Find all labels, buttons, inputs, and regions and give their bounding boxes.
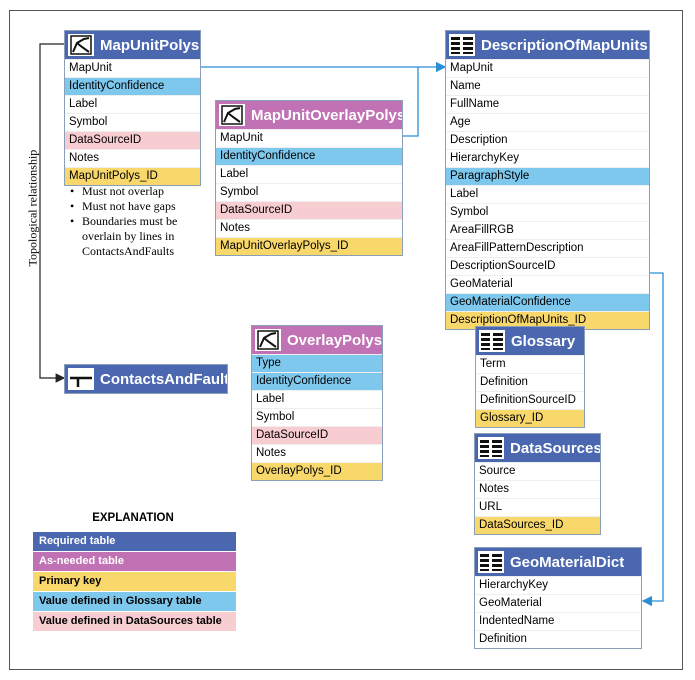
table-title: ContactsAndFaults: [100, 370, 227, 388]
field-row: Notes: [216, 219, 402, 237]
field-row: GeoMaterial: [475, 594, 641, 612]
field-row: Symbol: [446, 203, 649, 221]
field-row: GeoMaterialConfidence: [446, 293, 649, 311]
table-icon: [479, 330, 505, 352]
rule-item: Must not have gaps: [70, 199, 200, 214]
table-header: ContactsAndFaults: [65, 365, 227, 393]
field-row: MapUnit: [65, 59, 200, 77]
field-row: Notes: [65, 149, 200, 167]
table-header: MapUnitPolys: [65, 31, 200, 59]
field-row: Symbol: [216, 183, 402, 201]
field-row: Notes: [252, 444, 382, 462]
field-row: Description: [446, 131, 649, 149]
field-row: DescriptionSourceID: [446, 257, 649, 275]
field-row: Definition: [476, 373, 584, 391]
field-row: MapUnitPolys_ID: [65, 167, 200, 185]
field-row: IdentityConfidence: [252, 372, 382, 390]
field-row: Notes: [475, 480, 600, 498]
field-row: GeoMaterial: [446, 275, 649, 293]
field-row: DataSourceID: [252, 426, 382, 444]
table-header: MapUnitOverlayPolys: [216, 101, 402, 129]
field-row: Label: [446, 185, 649, 203]
topology-connector: [39, 39, 73, 383]
field-row: Age: [446, 113, 649, 131]
explanation-title: EXPLANATION: [92, 512, 174, 524]
field-row: DataSources_ID: [475, 516, 600, 534]
field-row: Symbol: [252, 408, 382, 426]
table-title: DataSources: [510, 439, 600, 457]
diagram-frame: [9, 10, 683, 670]
table-title: DescriptionOfMapUnits: [481, 36, 648, 54]
legend-as-needed-table: As-needed table: [33, 552, 236, 571]
field-row: Term: [476, 355, 584, 373]
polygon-icon: [255, 329, 281, 351]
table-title: MapUnitOverlayPolys: [251, 106, 402, 124]
field-row: URL: [475, 498, 600, 516]
field-row: DescriptionOfMapUnits_ID: [446, 311, 649, 329]
field-row: Label: [65, 95, 200, 113]
table-header: GeoMaterialDict: [475, 548, 641, 576]
topology-rules-list: Must not overlap Must not have gaps Boun…: [70, 184, 200, 259]
topological-relationship-label: Topological relationship: [25, 149, 40, 267]
field-row: Label: [252, 390, 382, 408]
table-title: GeoMaterialDict: [510, 553, 625, 571]
field-row: Label: [216, 165, 402, 183]
legend-required-table: Required table: [33, 532, 236, 551]
field-row: DefinitionSourceID: [476, 391, 584, 409]
rule-item: Must not overlap: [70, 184, 200, 199]
table-title: OverlayPolys: [287, 331, 382, 349]
table-icon: [478, 437, 504, 459]
table-contacts-and-faults: ContactsAndFaults: [64, 364, 228, 394]
field-row: IdentityConfidence: [216, 147, 402, 165]
legend-glossary-value: Value defined in Glossary table: [33, 592, 236, 611]
table-icon: [478, 551, 504, 573]
table-header: DescriptionOfMapUnits: [446, 31, 649, 59]
field-row: DataSourceID: [65, 131, 200, 149]
field-row: HierarchyKey: [446, 149, 649, 167]
field-row: HierarchyKey: [475, 576, 641, 594]
field-row: DataSourceID: [216, 201, 402, 219]
fault-line-icon: [68, 368, 94, 390]
field-row: IdentityConfidence: [65, 77, 200, 95]
field-row: MapUnit: [446, 59, 649, 77]
legend-primary-key: Primary key: [33, 572, 236, 591]
overlay-mapunit-to-dmu-connector: [403, 67, 419, 137]
polygon-icon: [219, 104, 245, 126]
legend-datasource-value: Value defined in DataSources table: [33, 612, 236, 631]
field-row: MapUnit: [216, 129, 402, 147]
table-icon: [449, 34, 475, 56]
table-header: OverlayPolys: [252, 326, 382, 354]
field-row: Name: [446, 77, 649, 95]
field-row: Definition: [475, 630, 641, 648]
table-title: MapUnitPolys: [100, 36, 200, 54]
field-row: Glossary_ID: [476, 409, 584, 427]
field-row: FullName: [446, 95, 649, 113]
polygon-icon: [68, 34, 94, 56]
field-row: OverlayPolys_ID: [252, 462, 382, 480]
field-row: Type: [252, 354, 382, 372]
field-row: MapUnitOverlayPolys_ID: [216, 237, 402, 255]
field-row: AreaFillRGB: [446, 221, 649, 239]
field-row: AreaFillPatternDescription: [446, 239, 649, 257]
geomaterial-to-dict-connector: [641, 272, 664, 607]
table-header: Glossary: [476, 327, 584, 355]
field-row: ParagraphStyle: [446, 167, 649, 185]
explanation-legend: Required table As-needed table Primary k…: [33, 532, 236, 632]
field-row: Symbol: [65, 113, 200, 131]
rule-item: Boundaries must be overlain by lines in …: [70, 214, 200, 259]
table-header: DataSources: [475, 434, 600, 462]
table-title: Glossary: [511, 332, 576, 350]
field-row: IndentedName: [475, 612, 641, 630]
field-row: Source: [475, 462, 600, 480]
